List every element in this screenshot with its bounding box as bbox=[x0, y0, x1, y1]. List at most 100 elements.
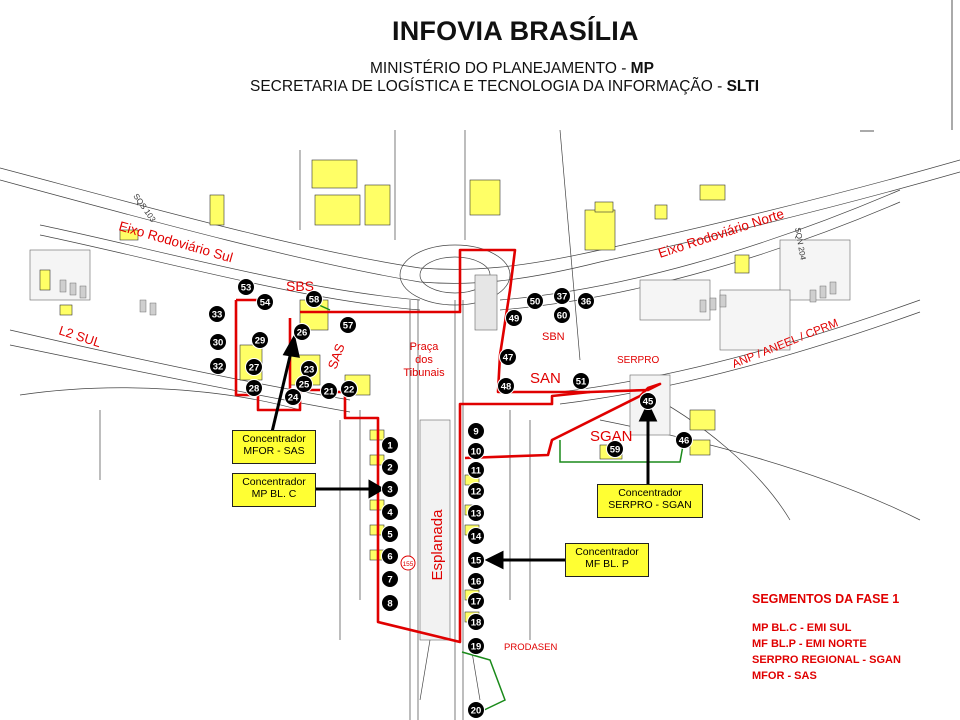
building bbox=[689, 409, 716, 431]
gray-blocks bbox=[29, 239, 851, 641]
node-marker-32 bbox=[209, 357, 227, 375]
node-label-17: 17 bbox=[471, 597, 482, 608]
building bbox=[311, 159, 358, 189]
node-marker-21 bbox=[320, 382, 338, 400]
node-label-20: 20 bbox=[471, 706, 482, 717]
node-label-4: 4 bbox=[387, 508, 393, 519]
node-label-22: 22 bbox=[344, 385, 355, 396]
building bbox=[119, 229, 139, 241]
subtitle-secretariat: SECRETARIA DE LOGÍSTICA E TECNOLOGIA DA … bbox=[250, 78, 759, 96]
road-155-marker bbox=[400, 555, 416, 571]
eixo-sul-road bbox=[39, 224, 421, 301]
sqs103-label: SQS 103 bbox=[131, 192, 157, 224]
node-marker-11 bbox=[467, 461, 485, 479]
node-marker-36 bbox=[577, 292, 595, 310]
node-label-46: 46 bbox=[679, 436, 690, 447]
node-marker-47 bbox=[499, 348, 517, 366]
eixo-sul-road bbox=[39, 234, 421, 311]
callout-mp-blc: Concentrador MP BL. C bbox=[232, 473, 316, 507]
node-marker-17 bbox=[467, 592, 485, 610]
building bbox=[654, 204, 668, 220]
callout-serpro-sgan: Concentrador SERPRO - SGAN bbox=[597, 484, 703, 518]
node-marker-25 bbox=[295, 375, 313, 393]
arrow-head bbox=[368, 479, 385, 499]
parking bbox=[719, 294, 727, 308]
building bbox=[59, 304, 73, 316]
node-label-50: 50 bbox=[530, 297, 541, 308]
anp-road bbox=[559, 311, 921, 405]
parking bbox=[819, 285, 827, 299]
parking bbox=[149, 302, 157, 316]
node-label-57: 57 bbox=[343, 321, 354, 332]
node-label-24: 24 bbox=[288, 393, 299, 404]
node-marker-48 bbox=[497, 377, 515, 395]
callout-mf-blp: Concentrador MF BL. P bbox=[565, 543, 649, 577]
node-label-14: 14 bbox=[471, 532, 482, 543]
node-marker-6 bbox=[381, 547, 399, 565]
node-label-13: 13 bbox=[471, 509, 482, 520]
parking bbox=[79, 285, 87, 299]
node-label-33: 33 bbox=[212, 310, 223, 321]
node-label-12: 12 bbox=[471, 487, 482, 498]
parking bbox=[59, 279, 67, 293]
node-label-26: 26 bbox=[297, 328, 308, 339]
subtitle-secretariat-text: SECRETARIA DE LOGÍSTICA E TECNOLOGIA DA … bbox=[250, 78, 727, 95]
node-marker-12 bbox=[467, 482, 485, 500]
node-marker-18 bbox=[467, 613, 485, 631]
node-label-45: 45 bbox=[643, 397, 654, 408]
header: INFOVIA BRASÍLIA MINISTÉRIO DO PLANEJAME… bbox=[0, 0, 960, 120]
node-marker-1 bbox=[381, 436, 399, 454]
road-south bbox=[19, 387, 301, 411]
arrow-head bbox=[638, 401, 658, 422]
node-marker-58 bbox=[305, 290, 323, 308]
eixo-norte-road bbox=[499, 189, 901, 301]
node-label-8: 8 bbox=[387, 599, 392, 610]
node-label-28: 28 bbox=[249, 384, 260, 395]
parking bbox=[699, 299, 707, 313]
route-segment bbox=[234, 300, 662, 644]
node-marker-16 bbox=[467, 572, 485, 590]
node-label-10: 10 bbox=[471, 447, 482, 458]
subtitle-ministry: MINISTÉRIO DO PLANEJAMENTO - MP bbox=[370, 60, 654, 78]
serpro-label: SERPRO bbox=[617, 355, 659, 366]
node-label-7: 7 bbox=[387, 575, 392, 586]
building bbox=[39, 269, 51, 291]
node-label-5: 5 bbox=[387, 530, 393, 541]
legend-item: MF BL.P - EMI NORTE bbox=[752, 638, 867, 650]
residential-block bbox=[639, 279, 711, 321]
callout-mfor-sas-text: Concentrador MFOR - SAS bbox=[242, 433, 306, 457]
green-route-sgan bbox=[559, 439, 685, 463]
node-marker-14 bbox=[467, 527, 485, 545]
node-marker-7 bbox=[381, 570, 399, 588]
node-marker-29 bbox=[251, 331, 269, 349]
node-marker-22 bbox=[340, 380, 358, 398]
building bbox=[584, 209, 616, 251]
node-label-60: 60 bbox=[557, 311, 568, 322]
node-marker-33 bbox=[208, 305, 226, 323]
node-label-47: 47 bbox=[503, 353, 514, 364]
node-marker-19 bbox=[467, 637, 485, 655]
legend-item: MFOR - SAS bbox=[752, 670, 817, 682]
parking bbox=[809, 289, 817, 303]
residential-block bbox=[719, 289, 791, 351]
node-label-59: 59 bbox=[610, 445, 621, 456]
node-marker-51 bbox=[572, 372, 590, 390]
node-label-48: 48 bbox=[501, 382, 512, 393]
callout-mf-blp-text: Concentrador MF BL. P bbox=[575, 546, 639, 570]
building bbox=[594, 201, 614, 213]
page-title: INFOVIA BRASÍLIA bbox=[392, 16, 639, 46]
legend-item: SERPRO REGIONAL - SGAN bbox=[752, 654, 901, 666]
node-marker-4 bbox=[381, 503, 399, 521]
green-route-prodasen bbox=[461, 651, 506, 713]
arrow-head bbox=[282, 333, 300, 358]
node-label-19: 19 bbox=[471, 642, 482, 653]
node-marker-60 bbox=[553, 306, 571, 324]
node-label-37: 37 bbox=[557, 292, 568, 303]
sbn-label: SBN bbox=[542, 331, 565, 343]
esplanada-lawn bbox=[419, 419, 451, 641]
node-label-58: 58 bbox=[309, 295, 320, 306]
arrow-head bbox=[484, 550, 504, 570]
callout-mp-blc-text: Concentrador MP BL. C bbox=[242, 476, 306, 500]
